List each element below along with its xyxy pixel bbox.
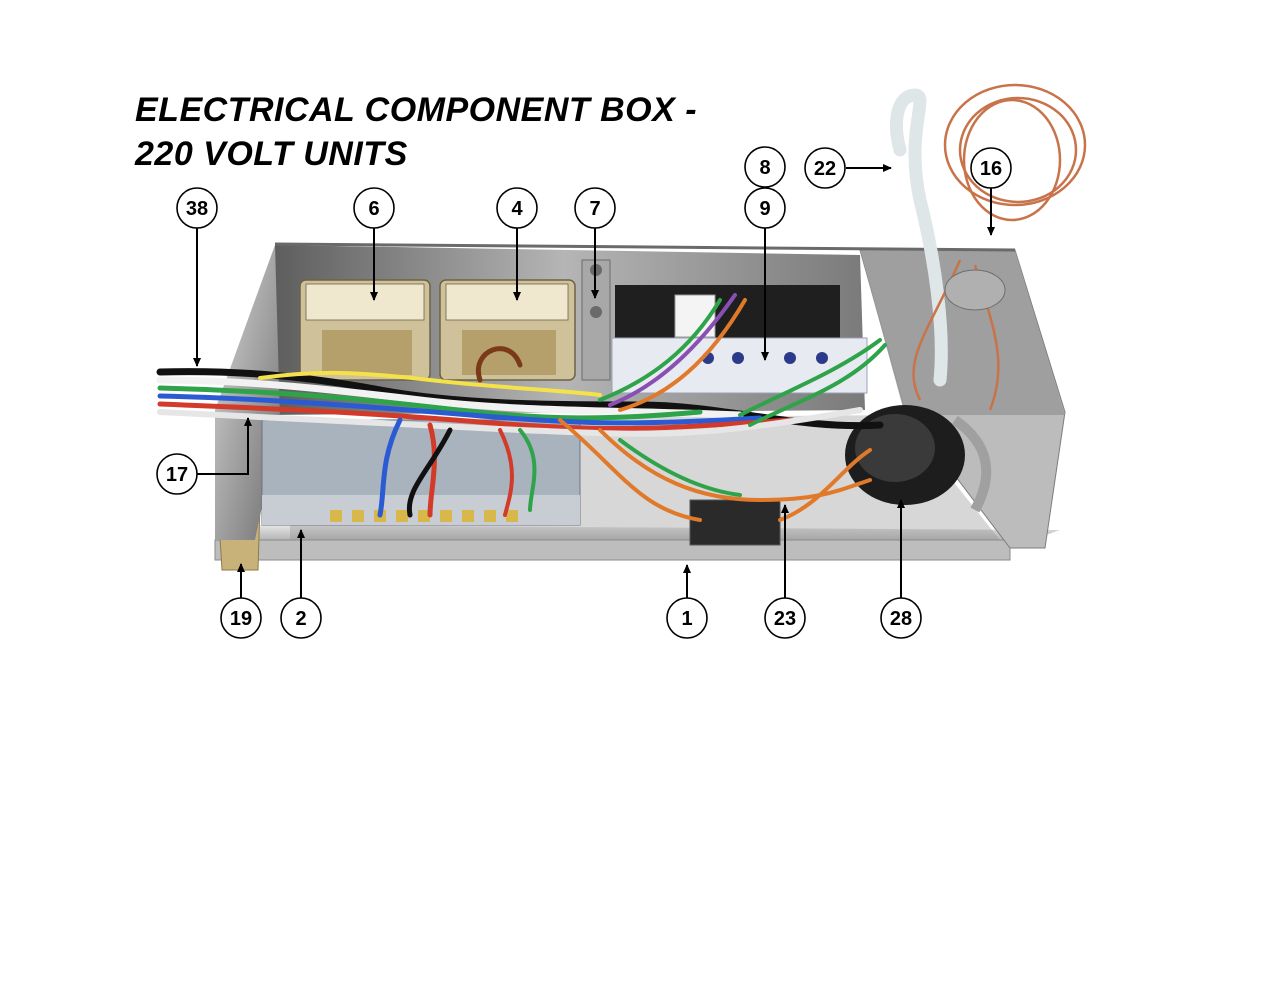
callout-1: 1 — [666, 597, 708, 639]
callout-38: 38 — [176, 187, 218, 229]
terminal-strip — [261, 419, 581, 526]
transformer-6 — [299, 279, 431, 381]
callout-4: 4 — [496, 187, 538, 229]
box-front-lip — [214, 539, 1011, 561]
callout-9: 9 — [744, 187, 786, 229]
callout-label: 4 — [511, 198, 523, 220]
leader-lines — [193, 164, 995, 598]
diagram-title: ELECTRICAL COMPONENT BOX - 220 VOLT UNIT… — [135, 88, 697, 176]
wire-harness — [156, 293, 887, 522]
callout-23: 23 — [764, 597, 806, 639]
callout-label: 38 — [186, 198, 208, 220]
callout-label: 9 — [759, 198, 770, 220]
callout-label: 19 — [230, 608, 252, 630]
leader-17 — [197, 417, 252, 475]
callout-label: 17 — [166, 464, 188, 486]
pressure-switch — [845, 405, 992, 513]
callout-28: 28 — [880, 597, 922, 639]
screw — [590, 306, 602, 318]
box-top-rim — [274, 242, 1016, 252]
callout-label: 6 — [368, 198, 379, 220]
callout-label: 2 — [295, 608, 306, 630]
sensor-fitting — [944, 269, 1006, 311]
callout-16: 16 — [970, 147, 1012, 189]
callout-2: 2 — [280, 597, 322, 639]
callout-label: 8 — [759, 157, 770, 179]
title-line-1: ELECTRICAL COMPONENT BOX - — [135, 91, 698, 129]
callout-7: 7 — [574, 187, 616, 229]
control-board — [611, 285, 868, 394]
callout-label: 1 — [681, 608, 692, 630]
callout-22: 22 — [804, 147, 846, 189]
callout-label: 23 — [774, 608, 796, 630]
callout-19: 19 — [220, 597, 262, 639]
callout-label: 28 — [890, 608, 912, 630]
callout-8: 8 — [744, 146, 786, 188]
callout-label: 7 — [589, 198, 600, 220]
air-tube — [890, 88, 948, 387]
transformer-4 — [439, 279, 576, 381]
box-right-shelf — [860, 250, 1065, 415]
callout-label: 22 — [814, 158, 836, 180]
callout-17: 17 — [156, 453, 198, 495]
title-line-2: 220 VOLT UNITS — [135, 135, 408, 173]
relay — [689, 499, 781, 546]
callout-label: 16 — [980, 158, 1002, 180]
callout-6: 6 — [353, 187, 395, 229]
